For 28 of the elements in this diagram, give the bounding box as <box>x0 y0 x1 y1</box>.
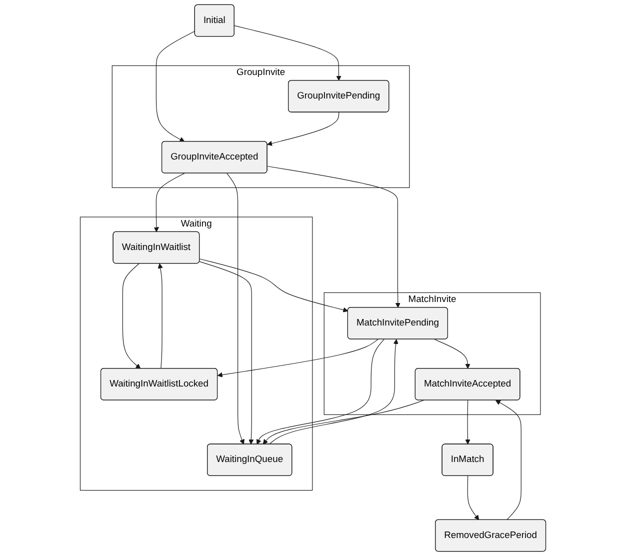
state-box: InMatch <box>442 444 494 476</box>
state-box: Initial <box>194 4 234 37</box>
arrow <box>156 30 196 142</box>
arrow <box>217 339 378 378</box>
state-box: WaitingInWaitlist <box>112 231 200 264</box>
arrow <box>122 263 141 369</box>
arrow <box>267 166 400 308</box>
state-box: GroupInviteAccepted <box>162 141 268 174</box>
arrow <box>154 173 185 232</box>
state-box: WaitingInWaitlistLocked <box>100 368 218 400</box>
state-box: RemovedGracePeriod <box>435 519 546 552</box>
arrow <box>465 400 470 444</box>
arrow <box>199 258 348 312</box>
state-box: MatchInviteAccepted <box>414 368 520 400</box>
arrow <box>495 400 522 520</box>
arrow <box>234 25 342 81</box>
arrow <box>267 112 340 146</box>
arrow <box>158 263 163 369</box>
state-box: MatchInvitePending <box>347 307 448 340</box>
state-box: GroupInvitePending <box>288 80 390 112</box>
arrow <box>256 339 384 444</box>
arrow <box>434 339 470 369</box>
arrow <box>268 339 398 445</box>
state-box: WaitingInQueue <box>207 444 292 476</box>
arrow <box>467 476 480 520</box>
arrow <box>262 400 424 444</box>
arrow <box>199 261 254 444</box>
arrow <box>226 173 244 444</box>
